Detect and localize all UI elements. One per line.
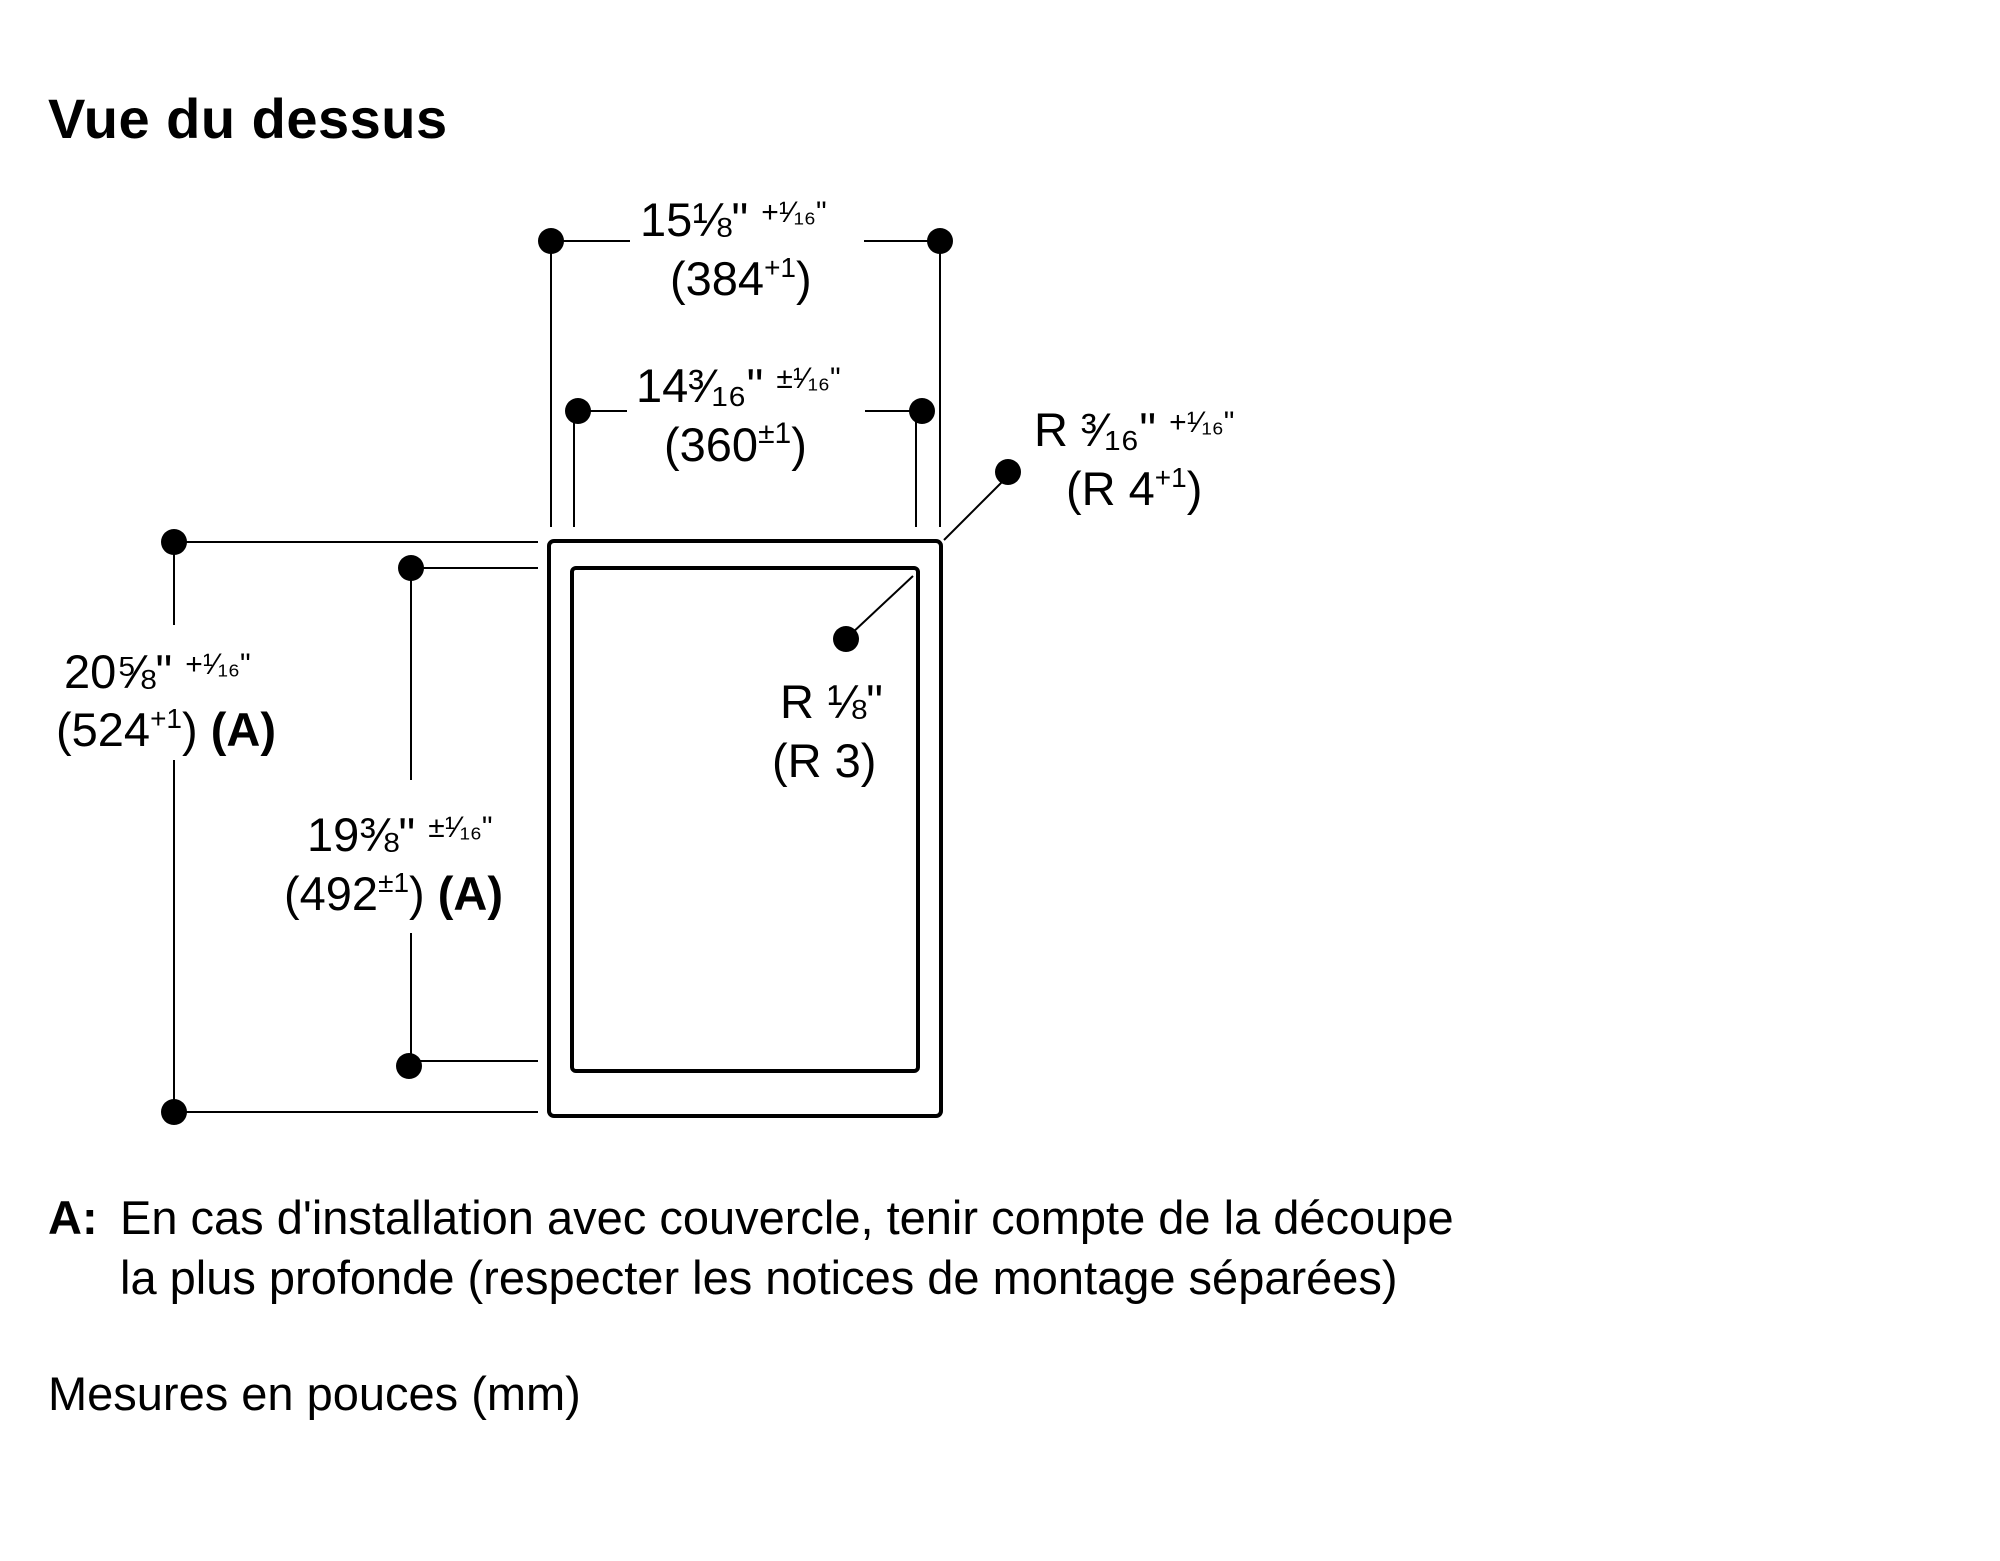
svg-text:(384+1): (384+1)	[670, 252, 812, 305]
svg-text:15⅛" +¹⁄₁₆": 15⅛" +¹⁄₁₆"	[640, 193, 827, 246]
dimension-dot	[161, 1099, 187, 1125]
inner-width-inch-tolerance: ±¹⁄₁₆"	[776, 362, 840, 395]
inner-radius-inch: R ⅛"	[780, 675, 883, 728]
dimension-dot	[396, 1053, 422, 1079]
outer-depth-mm: 524	[72, 703, 150, 756]
svg-text:19⅜" ±¹⁄₁₆": 19⅜" ±¹⁄₁₆"	[307, 808, 493, 861]
svg-text:14³⁄₁₆" ±¹⁄₁₆": 14³⁄₁₆" ±¹⁄₁₆"	[636, 359, 841, 412]
dimension-dot	[909, 398, 935, 424]
inner-depth-mm: 492	[300, 867, 378, 920]
outer-width-dimension: 15⅛" +¹⁄₁₆" (384+1)	[538, 193, 953, 527]
outer-width-mm: 384	[686, 252, 764, 305]
outer-radius-mm-tolerance: +1	[1155, 462, 1187, 493]
diagram-title: Vue du dessus	[48, 87, 448, 150]
outer-radius-inch-tolerance: +¹⁄₁₆"	[1169, 406, 1234, 439]
svg-text:20⅝" +¹⁄₁₆": 20⅝" +¹⁄₁₆"	[64, 645, 251, 698]
inner-width-mm-tolerance: ±1	[758, 417, 791, 450]
inner-depth-mm-tolerance: ±1	[378, 867, 409, 898]
outer-depth-note: (A)	[211, 703, 276, 756]
dimension-dot	[538, 228, 564, 254]
inner-width-mm: 360	[680, 418, 758, 471]
svg-text:(524+1) (A): (524+1) (A)	[56, 703, 276, 756]
outer-width-inch-tolerance: +¹⁄₁₆"	[761, 196, 826, 229]
dimension-dot	[565, 398, 591, 424]
outer-radius-mm: R 4	[1082, 462, 1155, 515]
svg-text:(360±1): (360±1)	[664, 417, 807, 471]
outer-radius-inch: R ³⁄₁₆"	[1034, 403, 1156, 456]
outer-cutout-outline	[547, 539, 943, 1118]
callout-dot	[833, 626, 859, 652]
outer-radius-callout: R ³⁄₁₆" +¹⁄₁₆" (R 4+1)	[943, 403, 1234, 541]
dimension-dot	[398, 555, 424, 581]
inner-radius-callout: R ⅛" (R 3)	[772, 575, 914, 787]
inner-depth-inch: 19⅜"	[307, 808, 415, 861]
outer-depth-mm-tolerance: +1	[150, 703, 182, 734]
outer-depth-inch: 20⅝"	[64, 645, 172, 698]
svg-text:(492±1) (A): (492±1) (A)	[284, 867, 503, 920]
outer-depth-dimension: 20⅝" +¹⁄₁₆" (524+1) (A)	[56, 529, 538, 1125]
outer-width-mm-tolerance: +1	[764, 252, 796, 283]
footnote-line-2: la plus profonde (respecter les notices …	[120, 1251, 1398, 1304]
footnote: A: En cas d'installation avec couvercle, …	[48, 1188, 1454, 1308]
inner-depth-dimension: 19⅜" ±¹⁄₁₆" (492±1) (A)	[284, 555, 538, 1079]
inner-depth-inch-tolerance: ±¹⁄₁₆"	[428, 811, 492, 844]
svg-text:(R 4+1): (R 4+1)	[1066, 462, 1202, 515]
dimension-dot	[927, 228, 953, 254]
outer-width-inch: 15⅛"	[640, 193, 748, 246]
inner-radius-mm: R 3	[788, 734, 861, 787]
callout-dot	[995, 459, 1021, 485]
svg-text:(R 3): (R 3)	[772, 734, 876, 787]
inner-cutout-outline	[570, 566, 920, 1073]
dimension-dot	[161, 529, 187, 555]
inner-depth-note: (A)	[438, 867, 503, 920]
outer-depth-inch-tolerance: +¹⁄₁₆"	[185, 648, 250, 681]
svg-text:R ³⁄₁₆" +¹⁄₁₆": R ³⁄₁₆" +¹⁄₁₆"	[1034, 403, 1234, 456]
inner-width-dimension: 14³⁄₁₆" ±¹⁄₁₆" (360±1)	[565, 359, 935, 527]
footnote-key: A:	[48, 1191, 98, 1244]
footnote-line-1: En cas d'installation avec couvercle, te…	[120, 1191, 1454, 1244]
inner-width-inch: 14³⁄₁₆"	[636, 359, 763, 412]
units-note: Mesures en pouces (mm)	[48, 1367, 581, 1420]
